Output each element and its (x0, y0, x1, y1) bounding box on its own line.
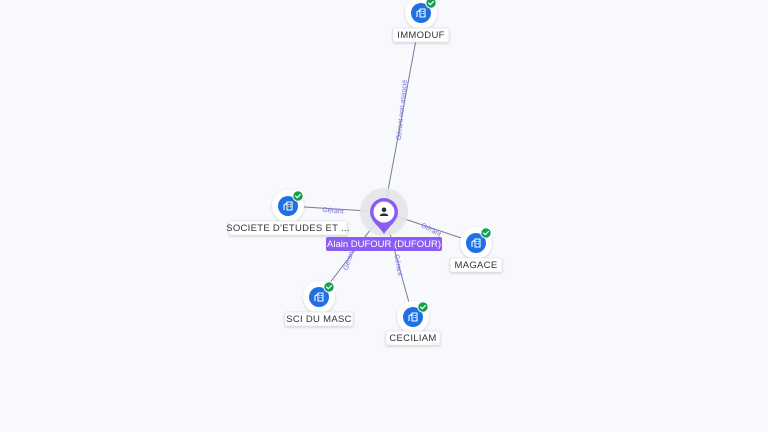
edge-label: Gérant (392, 254, 403, 276)
verified-check-icon (425, 0, 437, 9)
company-node-magace[interactable]: MAGACE (449, 227, 503, 273)
edge-line (383, 12, 422, 213)
verified-check-icon (417, 301, 429, 313)
company-label: SCI DU MASC (284, 311, 354, 327)
company-node-sci[interactable]: SCI DU MASC (284, 281, 354, 327)
person-label: Alain DUFOUR (DUFOUR) (326, 237, 442, 251)
node-disc (403, 307, 423, 327)
company-label: MAGACE (449, 257, 503, 273)
company-label: IMMODUF (392, 27, 450, 43)
edge-label: Gérant (420, 222, 442, 238)
company-label: CECILIAM (385, 330, 441, 346)
node-disc (309, 287, 329, 307)
company-label: SOCIETE D'ETUDES ET ... (226, 220, 350, 236)
person-node[interactable]: Alain DUFOUR (DUFOUR) (326, 188, 442, 251)
verified-check-icon (292, 190, 304, 202)
node-disc (278, 196, 298, 216)
building-icon (283, 201, 293, 211)
company-name: SOCIETE D'ETUDES ET ... (226, 223, 350, 234)
person-icon (379, 207, 389, 216)
verified-check-icon (480, 227, 492, 239)
edge-label: Gérant (322, 207, 344, 216)
building-icon (471, 238, 481, 248)
building-icon (416, 8, 426, 18)
verified-check-icon (323, 281, 335, 293)
company-name: SCI DU MASC (286, 314, 352, 325)
node-disc (466, 233, 486, 253)
edge-immoduf: Gérant non associé (383, 12, 422, 213)
company-node-societe[interactable]: SOCIETE D'ETUDES ET ... (226, 190, 350, 236)
edge-label: Gérant (343, 249, 356, 272)
node-disc (411, 3, 431, 23)
person-name: Alain DUFOUR (DUFOUR) (327, 239, 441, 250)
building-icon (314, 292, 324, 302)
company-name: CECILIAM (389, 333, 436, 344)
company-name: IMMODUF (397, 30, 444, 41)
company-node-immoduf[interactable]: IMMODUF (392, 0, 450, 43)
edge-label: Gérant non associé (396, 79, 409, 140)
building-icon (408, 312, 418, 322)
company-node-ciliam[interactable]: CECILIAM (385, 301, 441, 346)
company-name: MAGACE (455, 260, 498, 271)
